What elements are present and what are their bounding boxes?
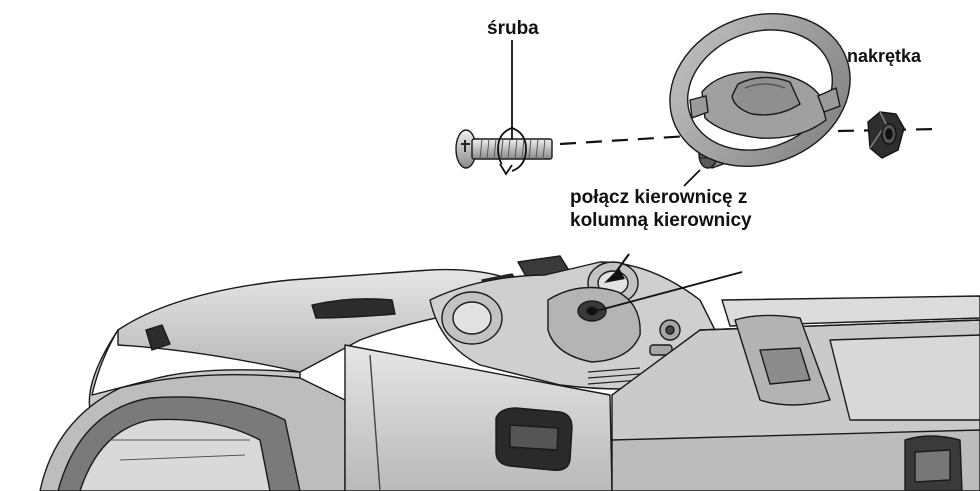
ride-on-car-illustration (39, 255, 980, 491)
nut-label: nakrętka (847, 46, 922, 66)
connect-instruction-line-2: kolumną kierownicy (570, 210, 752, 231)
wheel-arch-inner (79, 418, 271, 491)
connect-instruction: połącz kierownicę z kolumną kierownicy (570, 187, 752, 233)
assembly-axis-right (837, 127, 939, 133)
bolt-icon (455, 129, 553, 169)
hood-vent-left (145, 324, 171, 351)
side-step (611, 429, 980, 491)
connect-leader (683, 169, 701, 187)
nut-icon (867, 111, 905, 159)
steering-column-housing (547, 286, 641, 363)
steering-spoke-left (689, 95, 709, 119)
rotation-arrow-icon (497, 127, 527, 176)
steering-spoke-right (817, 87, 841, 113)
steering-wheel-icon (669, 12, 851, 169)
hood-vent-center (311, 298, 396, 319)
insert-arrow (595, 253, 743, 312)
bolt-label: śruba (487, 18, 539, 39)
cargo-floor (829, 334, 980, 421)
connect-instruction-line-1: połącz kierownicę z (570, 187, 748, 208)
